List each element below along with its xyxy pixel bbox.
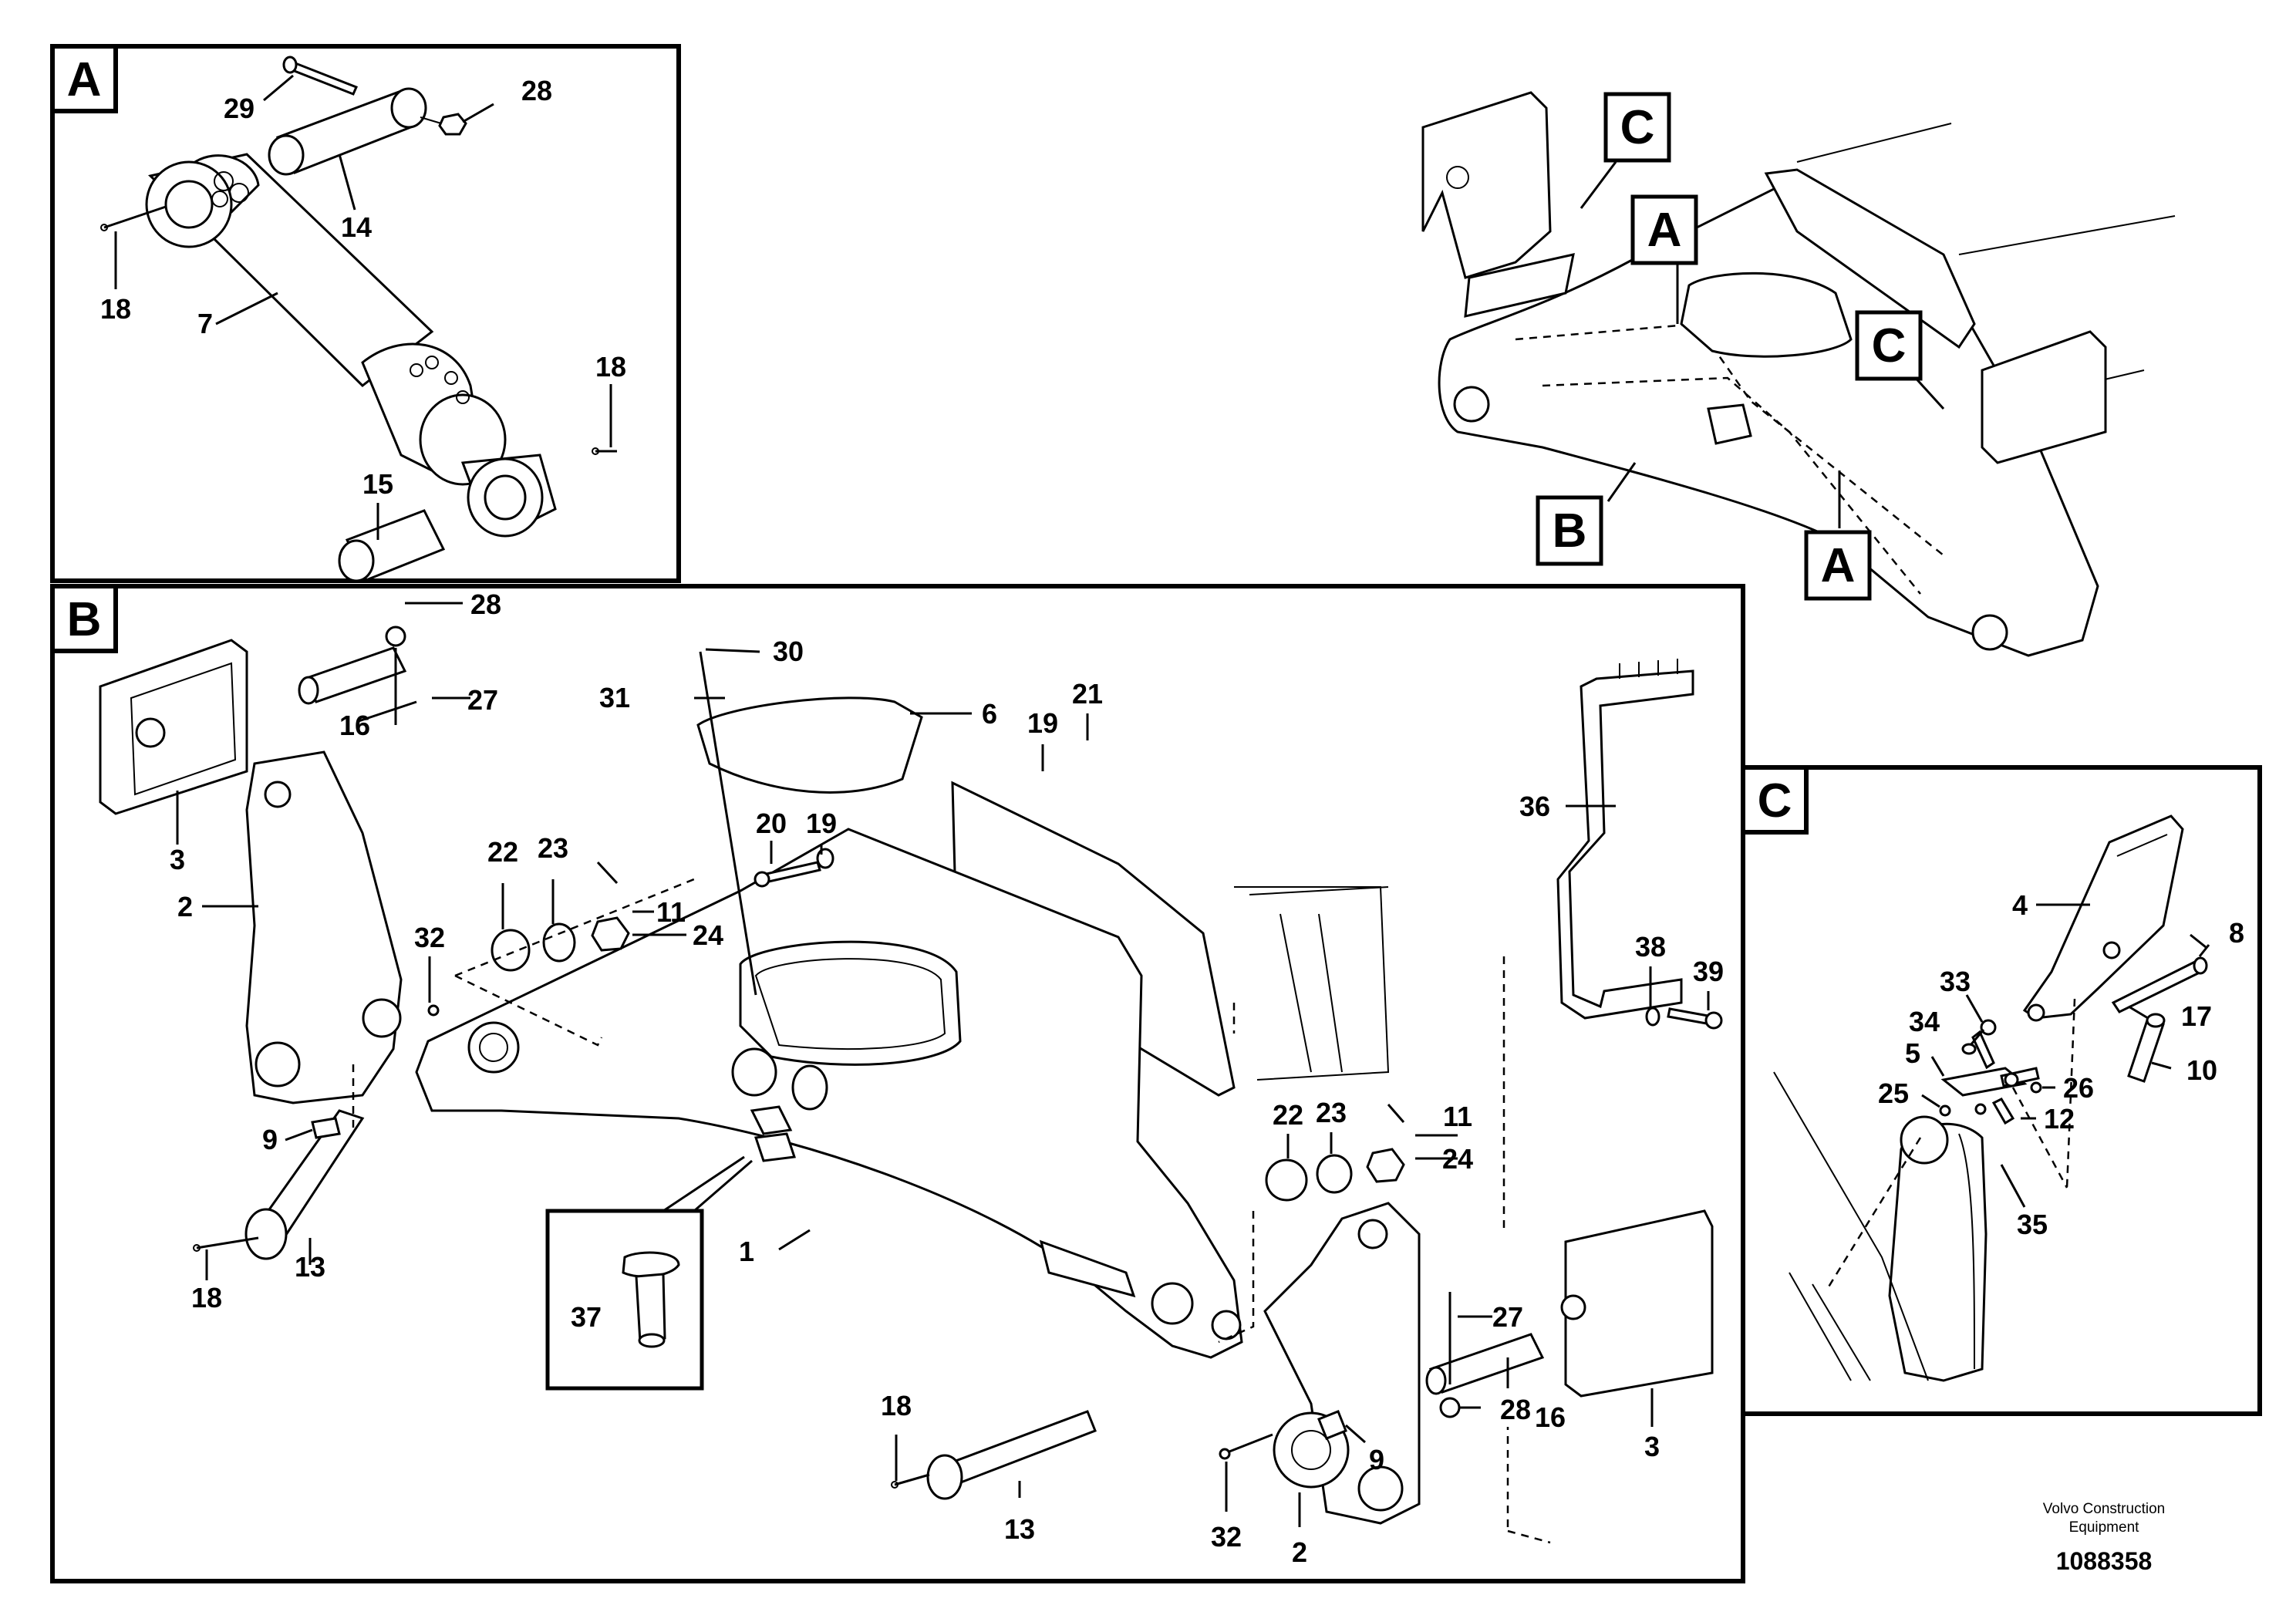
callout-29: 29	[224, 93, 255, 124]
callout-14: 14	[341, 211, 372, 243]
callout-5: 5	[1905, 1037, 1920, 1069]
callout-18: 18	[191, 1282, 222, 1313]
callout-15: 15	[362, 468, 393, 500]
callout-9: 9	[262, 1124, 278, 1155]
callout-1: 1	[739, 1236, 754, 1267]
callout-25: 25	[1878, 1077, 1909, 1109]
callout-24: 24	[693, 919, 723, 951]
callout-33: 33	[1940, 966, 1971, 997]
callout-24: 24	[1442, 1143, 1473, 1175]
callout-21: 21	[1072, 678, 1103, 710]
brand-line-1: Volvo Construction	[2043, 1501, 2165, 1517]
callout-22: 22	[487, 836, 518, 868]
callout-30: 30	[773, 636, 804, 667]
callout-23: 23	[538, 832, 568, 864]
brand-line-2: Equipment	[2069, 1519, 2140, 1536]
svg-text:B: B	[1553, 504, 1587, 558]
callout-13: 13	[295, 1251, 325, 1283]
callout-3: 3	[170, 844, 185, 875]
callout-19: 19	[1027, 707, 1058, 739]
callout-38: 38	[1635, 931, 1666, 963]
panel-b-tag: B	[50, 584, 118, 653]
callout-26: 26	[2063, 1072, 2094, 1104]
svg-text:C: C	[1620, 101, 1655, 154]
callout-11: 11	[656, 896, 686, 928]
panel-a-drawing	[100, 56, 617, 582]
callout-9: 9	[1369, 1444, 1384, 1475]
callout-37: 37	[571, 1301, 602, 1333]
svg-text:A: A	[1821, 539, 1856, 592]
callout-6: 6	[982, 698, 997, 730]
panel-a-labels: 29 28 14 18 7 18 15	[100, 75, 626, 500]
panel-c-labels: 4 8 33 17 34 5 10 25 26 12 35	[1878, 889, 2244, 1240]
callout-18: 18	[595, 351, 626, 383]
overview-callout-c-top: C	[1603, 92, 1671, 163]
callout-28: 28	[521, 75, 552, 106]
svg-text:A: A	[1647, 204, 1682, 257]
overview-callout-a-bottom: A	[1804, 530, 1872, 601]
callout-8: 8	[2229, 917, 2244, 949]
callout-3: 3	[1644, 1431, 1660, 1462]
svg-text:C: C	[1872, 319, 1907, 373]
callout-2: 2	[1292, 1536, 1307, 1568]
callout-20: 20	[756, 808, 787, 839]
callout-35: 35	[2017, 1209, 2048, 1240]
callout-16: 16	[339, 710, 370, 741]
callout-7: 7	[197, 308, 213, 339]
panel-c-drawing	[1773, 814, 2210, 1382]
callout-4: 4	[2012, 889, 2028, 921]
overview-callout-c-right: C	[1855, 310, 1923, 381]
callout-17: 17	[2181, 1000, 2212, 1032]
callout-23: 23	[1316, 1097, 1347, 1128]
svg-text:A: A	[67, 53, 102, 106]
callout-27: 27	[1492, 1301, 1523, 1333]
footer: Volvo Construction Equipment 1088358	[2043, 1501, 2165, 1575]
overview-callout-b: B	[1536, 495, 1603, 566]
callout-32: 32	[414, 922, 445, 953]
callout-18: 18	[100, 293, 131, 325]
panel-c-frame	[1741, 765, 2262, 1416]
panel-a-tag: A	[50, 44, 118, 113]
callout-16: 16	[1535, 1401, 1566, 1433]
callout-28: 28	[1500, 1394, 1531, 1425]
callout-12: 12	[2044, 1103, 2075, 1135]
callout-18: 18	[881, 1390, 912, 1421]
callout-31: 31	[599, 682, 630, 713]
callout-27: 27	[467, 684, 498, 716]
callout-22: 22	[1273, 1099, 1303, 1131]
callout-19: 19	[806, 808, 837, 839]
panel-c-tag: C	[1741, 765, 1809, 835]
overview-drawing	[1421, 91, 2176, 657]
callout-2: 2	[177, 891, 193, 922]
callout-10: 10	[2186, 1054, 2217, 1086]
overview-callouts: C A C B A	[1536, 92, 1923, 601]
svg-text:C: C	[1758, 774, 1792, 828]
panel-b-labels: 28 16 27 3 30 31 6 19 21 20 19 2 22 23 1…	[170, 588, 1724, 1568]
callout-11: 11	[1443, 1101, 1472, 1132]
callout-39: 39	[1693, 956, 1724, 987]
callout-34: 34	[1909, 1006, 1940, 1037]
svg-text:B: B	[67, 593, 102, 646]
callout-13: 13	[1004, 1513, 1035, 1545]
callout-28: 28	[470, 588, 501, 620]
callout-32: 32	[1211, 1521, 1242, 1553]
document-number: 1088358	[2056, 1547, 2153, 1575]
overview-callout-a-top: A	[1630, 194, 1698, 265]
panel-b-drawing	[99, 602, 1723, 1544]
callout-36: 36	[1519, 791, 1550, 822]
